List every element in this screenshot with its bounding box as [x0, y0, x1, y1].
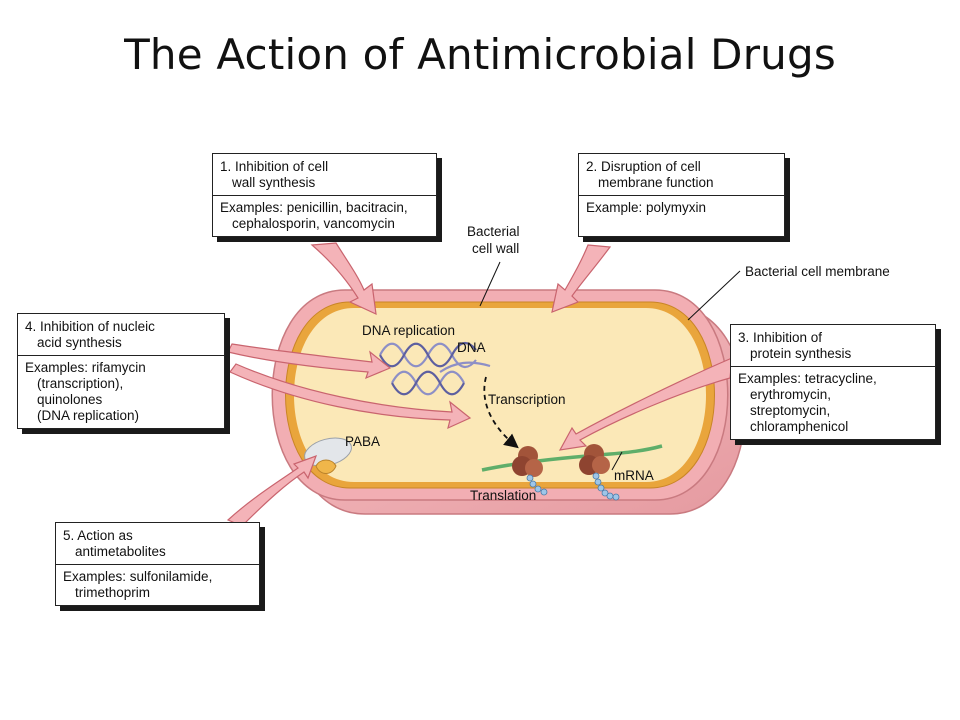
dna-label: DNA	[457, 340, 486, 355]
box-5-examples-line1: Examples: sulfonilamide,	[63, 569, 213, 584]
box-1-heading: 1. Inhibition of cell wall synthesis	[213, 154, 436, 196]
translation-label: Translation	[470, 488, 536, 503]
mrna-leader	[611, 451, 623, 471]
diagram-labels: Bacterial cell wall Bacterial cell membr…	[345, 224, 890, 503]
box-4-examples-line1: Examples: rifamycin	[25, 360, 146, 375]
page-title: The Action of Antimicrobial Drugs	[124, 30, 836, 79]
box-3-heading-line2: protein synthesis	[750, 346, 852, 361]
ribosome-2	[579, 444, 610, 475]
transcription-label: Transcription	[488, 392, 566, 407]
box-4-examples: Examples: rifamycin (transcription), qui…	[18, 356, 224, 428]
mrna-label: mRNA	[614, 468, 654, 483]
box-2-examples: Example: polymyxin	[579, 196, 784, 236]
box-5-heading-line2: antimetabolites	[75, 544, 166, 559]
box-4-examples-line3: quinolones	[37, 392, 103, 407]
arrow-protein-synthesis	[558, 357, 733, 451]
box-5-examples-line2: trimethoprim	[75, 585, 151, 600]
cell-wall-leader	[479, 261, 501, 307]
box-cell-wall-synthesis: 1. Inhibition of cell wall synthesis Exa…	[212, 153, 437, 237]
arrow-transcription	[229, 363, 472, 430]
box-5-heading-line1: 5. Action as	[63, 528, 133, 543]
box-1-heading-line1: 1. Inhibition of cell	[220, 159, 329, 174]
ribosome-1	[512, 446, 543, 477]
box-4-heading-line2: acid synthesis	[37, 335, 122, 350]
polypeptide-chain-2	[592, 472, 620, 501]
box-2-heading-line2: membrane function	[598, 175, 714, 190]
paba-label: PABA	[345, 434, 380, 449]
box-3-examples-line3: streptomycin,	[750, 403, 831, 418]
box-4-examples-line4: (DNA replication)	[37, 408, 140, 423]
box-3-examples-line2: erythromycin,	[750, 387, 832, 402]
leader-lines	[479, 261, 741, 471]
arrow-cell-wall	[310, 242, 377, 316]
box-3-examples: Examples: tetracycline, erythromycin, st…	[731, 367, 935, 439]
box-3-examples-line1: Examples: tetracycline,	[738, 371, 877, 386]
box-1-examples-line1: Examples: penicillin, bacitracin,	[220, 200, 408, 215]
box-2-heading-line1: 2. Disruption of cell	[586, 159, 701, 174]
arrow-cell-membrane	[551, 244, 612, 313]
box-2-heading: 2. Disruption of cell membrane function	[579, 154, 784, 196]
box-4-heading: 4. Inhibition of nucleic acid synthesis	[18, 314, 224, 356]
enzyme-paba	[304, 437, 352, 474]
box-protein-synthesis: 3. Inhibition of protein synthesis Examp…	[730, 324, 936, 440]
drug-arrows	[226, 242, 733, 527]
box-3-heading: 3. Inhibition of protein synthesis	[731, 325, 935, 367]
cell-wall-label-line2: cell wall	[472, 241, 519, 256]
box-antimetabolites: 5. Action as antimetabolites Examples: s…	[55, 522, 260, 606]
box-5-heading: 5. Action as antimetabolites	[56, 523, 259, 565]
arrow-dna-replication	[227, 343, 392, 380]
box-4-heading-line1: 4. Inhibition of nucleic	[25, 319, 155, 334]
box-2-examples-line1: Example: polymyxin	[586, 200, 707, 215]
box-3-heading-line1: 3. Inhibition of	[738, 330, 823, 345]
cell-wall-label-line1: Bacterial	[467, 224, 520, 239]
box-4-examples-line2: (transcription),	[37, 376, 124, 391]
cell-membrane-label: Bacterial cell membrane	[745, 264, 890, 279]
box-cell-membrane-function: 2. Disruption of cell membrane function …	[578, 153, 785, 237]
box-nucleic-acid-synthesis: 4. Inhibition of nucleic acid synthesis …	[17, 313, 225, 429]
box-1-heading-line2: wall synthesis	[232, 175, 316, 190]
dna-helix	[379, 342, 491, 396]
arrow-antimetabolite	[226, 454, 318, 527]
cytoplasm	[294, 308, 706, 482]
cell-membrane-leader	[687, 270, 741, 321]
dna-replication-label: DNA replication	[362, 323, 455, 338]
polypeptide-chain-1	[526, 474, 548, 496]
box-1-examples: Examples: penicillin, bacitracin, cephal…	[213, 196, 436, 236]
box-5-examples: Examples: sulfonilamide, trimethoprim	[56, 565, 259, 605]
box-3-examples-line4: chloramphenicol	[750, 419, 849, 434]
box-1-examples-line2: cephalosporin, vancomycin	[232, 216, 395, 231]
bacterial-cell	[271, 289, 746, 515]
